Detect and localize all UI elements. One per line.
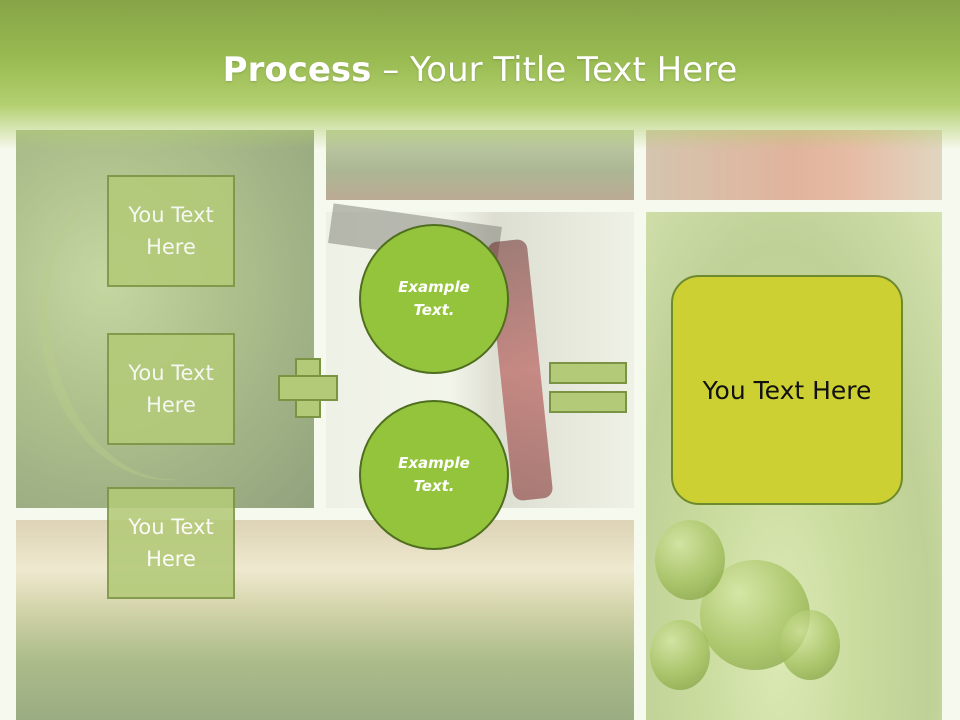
example-circle-1-line2: Text. [413, 301, 455, 319]
grape-decoration [780, 610, 840, 680]
result-box-text: You Text Here [702, 375, 872, 405]
text-box-1: You Text Here [107, 175, 235, 287]
example-circle-1-line1: Example [398, 278, 470, 296]
text-box-2-line2: Here [146, 393, 196, 417]
plus-icon-center [297, 377, 319, 399]
title-bold: Process [222, 50, 372, 90]
text-box-2: You Text Here [107, 333, 235, 445]
text-box-3-line2: Here [146, 547, 196, 571]
title-bar [0, 0, 960, 150]
result-box: You Text Here [671, 275, 903, 505]
equals-icon-top-bar [549, 362, 627, 384]
equals-icon-bottom-bar [549, 391, 627, 413]
slide-title: Process – Your Title Text Here [0, 50, 960, 90]
title-dash: – [371, 50, 411, 90]
grape-decoration [650, 620, 710, 690]
text-box-3: You Text Here [107, 487, 235, 599]
example-circle-1: Example Text. [359, 224, 509, 374]
text-box-1-line1: You Text [128, 203, 214, 227]
text-box-1-line2: Here [146, 235, 196, 259]
title-rest: Your Title Text Here [410, 50, 738, 90]
example-circle-2-line1: Example [398, 454, 470, 472]
example-circle-2: Example Text. [359, 400, 509, 550]
example-circle-2-line2: Text. [413, 477, 455, 495]
text-box-2-line1: You Text [128, 361, 214, 385]
text-box-3-line1: You Text [128, 515, 214, 539]
grape-decoration [655, 520, 725, 600]
